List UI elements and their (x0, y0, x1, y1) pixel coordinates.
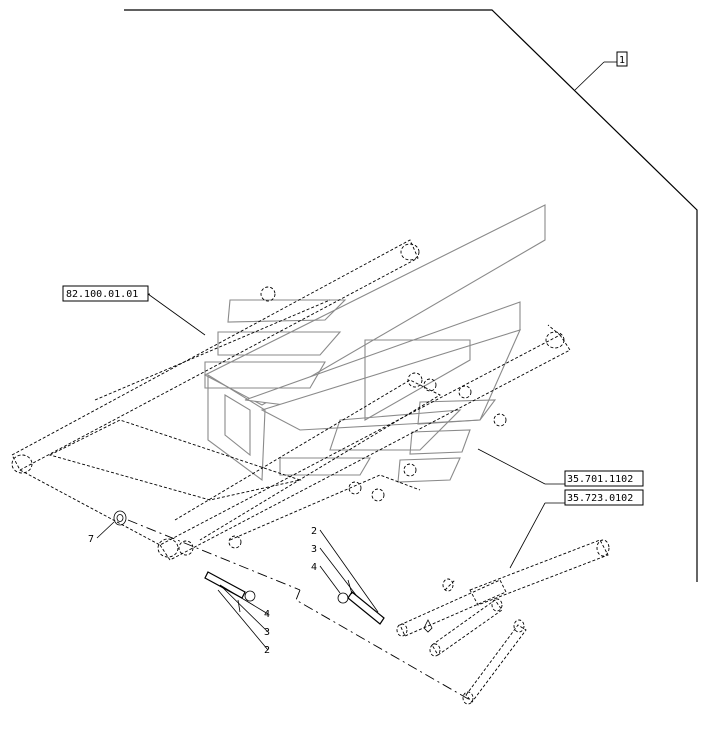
figure-ref-label: 1 (619, 55, 625, 66)
cylinder-a-ref-label: 35.701.1102 (567, 474, 633, 485)
hydraulic-cylinder[interactable] (396, 539, 610, 637)
cylinder-b-ref-callout[interactable]: 35.723.0102 (509, 489, 644, 569)
bushing-7[interactable]: 7 (88, 510, 127, 545)
pin-assembly-right[interactable]: 2 3 4 (311, 526, 385, 625)
cylinder-a-ref-callout[interactable]: 35.701.1102 (477, 448, 644, 487)
boom-ref-label: 82.100.01.01 (66, 289, 138, 300)
link-rods[interactable] (423, 598, 527, 705)
diagram-frame (124, 9, 698, 582)
boom-ref-callout[interactable]: 82.100.01.01 (62, 285, 206, 336)
boom-arm[interactable] (11, 239, 571, 561)
decal-graphics (203, 204, 546, 483)
item-2-mid-label: 2 (264, 645, 270, 656)
item-2-right-label: 2 (311, 526, 317, 537)
cylinder-b-ref-label: 35.723.0102 (567, 493, 633, 504)
figure-reference[interactable]: 1 (574, 51, 628, 91)
assembly-centerline (127, 519, 471, 701)
item-7-label: 7 (88, 534, 94, 545)
pin-assembly-middle[interactable]: 4 3 2 (204, 571, 270, 656)
item-3-right-label: 3 (311, 544, 317, 555)
item-4-mid-label: 4 (264, 609, 270, 620)
item-3-mid-label: 3 (264, 627, 270, 638)
item-4-right-label: 4 (311, 562, 317, 573)
